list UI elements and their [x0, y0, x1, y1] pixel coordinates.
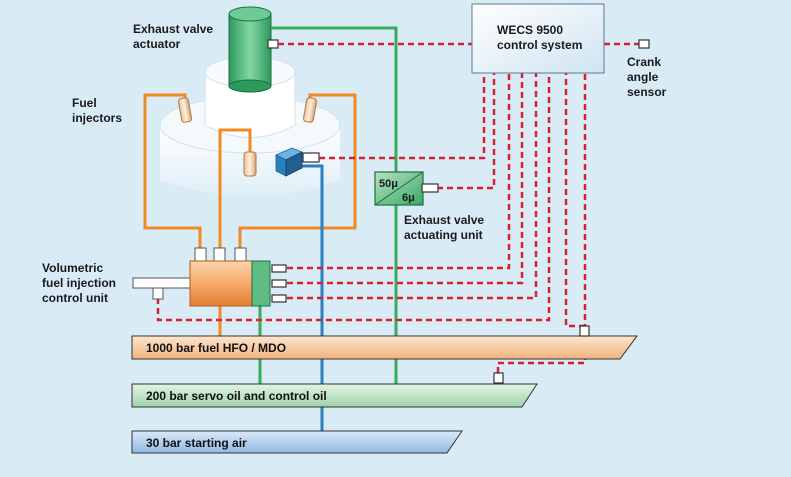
air-valve-connector: [302, 152, 320, 163]
ratio-top-label: 50μ: [379, 178, 398, 190]
actuating-unit-connector: [421, 183, 439, 193]
crank-sensor-label: Crank angle sensor: [627, 55, 667, 99]
ratio-bottom-label: 6μ: [402, 192, 415, 204]
air-bus-label: 30 bar starting air: [146, 436, 247, 450]
engine-cylinder-head: [159, 56, 341, 196]
volumetric-control-unit: [132, 247, 287, 307]
exhaust-valve-actuator: [228, 6, 272, 93]
fuel-bus: [131, 335, 638, 360]
fuel-injector-right: [302, 97, 318, 123]
air-bus: [131, 430, 463, 454]
fuel-bus-label: 1000 bar fuel HFO / MDO: [146, 341, 286, 355]
wecs-label: WECS 9500 control system: [497, 23, 582, 52]
fuel-injector-left: [177, 97, 193, 123]
fuel-injectors-label: Fuel injectors: [72, 96, 122, 125]
crank-angle-sensor: [638, 39, 650, 49]
actuating-unit-label: Exhaust valve actuating unit: [404, 213, 487, 242]
volumetric-unit-label: Volumetric fuel injection control unit: [42, 261, 119, 305]
signal-lines: [156, 42, 640, 373]
exhaust-valve-actuating-unit: [374, 171, 424, 206]
wecs-control-box: [471, 3, 605, 74]
fuel-pressure-sensor: [579, 325, 590, 337]
starting-air-valve: [275, 147, 303, 177]
servo-bus: [131, 383, 538, 408]
actuator-connector: [267, 39, 279, 49]
servo-bus-label: 200 bar servo oil and control oil: [146, 389, 327, 403]
exhaust-valve-actuator-label: Exhaust valve actuator: [133, 22, 216, 51]
fuel-injector-center: [243, 151, 257, 177]
fuel-injector-pipes: [143, 93, 357, 340]
servo-pressure-sensor: [493, 372, 504, 384]
